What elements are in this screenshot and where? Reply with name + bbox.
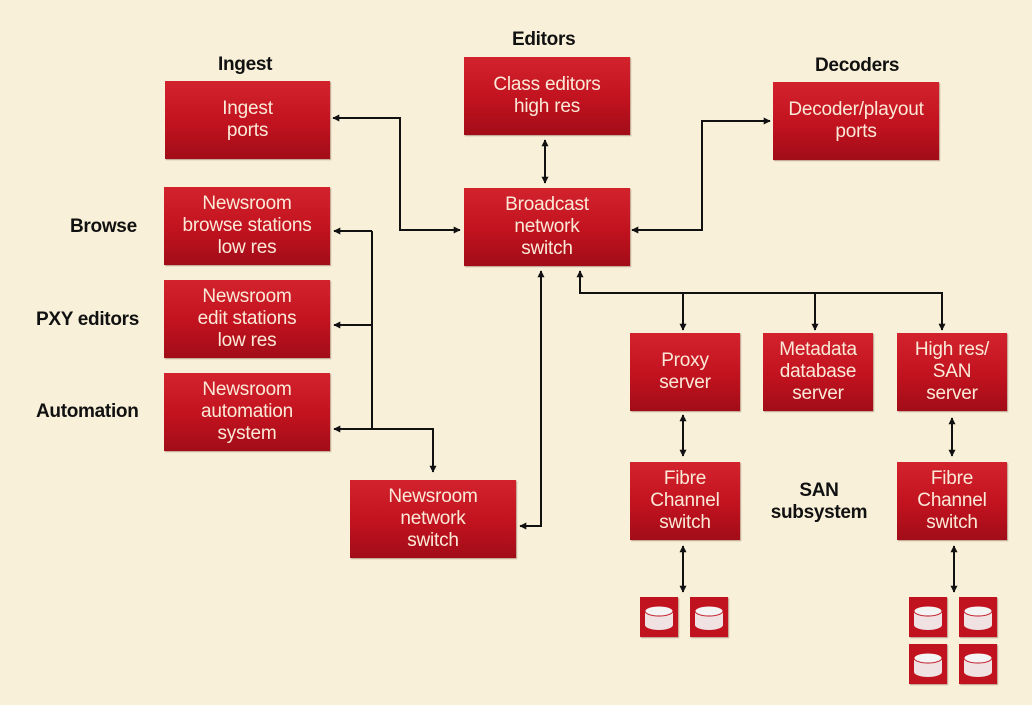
box-text: server xyxy=(659,372,711,393)
label-pxy-editors: PXY editors xyxy=(36,309,139,330)
box-text: Newsroom xyxy=(388,486,478,507)
box-newsroom-switch: Newsroom network switch xyxy=(350,480,516,558)
label-san-line1: SAN xyxy=(799,480,839,501)
storage-disk-icon xyxy=(690,597,728,637)
box-text: high res xyxy=(514,96,580,117)
box-text: High res/ xyxy=(914,339,990,360)
box-text: Metadata xyxy=(779,339,857,360)
box-text: automation xyxy=(200,401,293,422)
label-ingest: Ingest xyxy=(218,54,273,75)
box-highres-server: High res/ SAN server xyxy=(897,333,1007,411)
box-text: low res xyxy=(217,330,277,351)
box-text: switch xyxy=(407,530,459,551)
box-text: server xyxy=(926,383,978,404)
box-text: SAN xyxy=(932,361,972,382)
box-fc-switch-right: Fibre Channel switch xyxy=(897,462,1007,540)
storage-disk-icon xyxy=(959,597,997,637)
box-text: edit stations xyxy=(197,308,297,329)
box-text: switch xyxy=(659,512,711,533)
box-text: low res xyxy=(217,237,277,258)
box-text: browse stations xyxy=(182,215,312,236)
storage-disk-icon xyxy=(959,644,997,684)
box-text: Channel xyxy=(917,490,987,511)
storage-disk-icon xyxy=(640,597,678,637)
box-text: network xyxy=(400,508,466,529)
box-text: Class editors xyxy=(493,74,601,95)
box-text: Fibre xyxy=(663,468,707,489)
box-fc-switch-left: Fibre Channel switch xyxy=(630,462,740,540)
label-decoders: Decoders xyxy=(815,55,900,76)
box-text: server xyxy=(792,383,844,404)
box-text: network xyxy=(514,216,580,237)
box-text: ports xyxy=(835,121,877,142)
box-text: Newsroom xyxy=(202,286,292,307)
box-browse-stations: Newsroom browse stations low res xyxy=(164,187,330,265)
box-text: Fibre xyxy=(930,468,974,489)
box-automation-system: Newsroom automation system xyxy=(164,373,330,451)
connector-broadcast-decoders xyxy=(631,117,771,234)
box-text: ports xyxy=(226,120,269,141)
box-text: database xyxy=(779,361,857,382)
storage-disk-icon xyxy=(909,597,947,637)
box-edit-stations: Newsroom edit stations low res xyxy=(164,280,330,358)
box-text: Newsroom xyxy=(202,379,292,400)
label-san-subsystem: SAN subsystem xyxy=(764,480,874,524)
box-metadata-server: Metadata database server xyxy=(763,333,873,411)
box-text: Channel xyxy=(650,490,720,511)
connector-ingest-broadcast xyxy=(332,114,461,234)
box-text: switch xyxy=(521,238,573,259)
box-decoder-playout: Decoder/playout ports xyxy=(773,82,939,160)
box-class-editors: Class editors high res xyxy=(464,57,630,135)
label-automation: Automation xyxy=(36,401,139,422)
box-broadcast-switch: Broadcast network switch xyxy=(464,188,630,266)
label-san-line2: subsystem xyxy=(770,502,868,523)
box-text: Decoder/playout xyxy=(788,99,924,120)
box-text: Broadcast xyxy=(505,194,589,215)
box-text: Proxy xyxy=(661,350,709,371)
label-editors: Editors xyxy=(512,29,576,50)
connector-broadcast-servers xyxy=(576,270,946,331)
connector-newsroom-broadcast xyxy=(519,270,545,530)
connector-to-newsroom-switch xyxy=(372,428,437,473)
box-text: system xyxy=(217,423,277,444)
box-ingest-ports: Ingest ports xyxy=(165,81,330,159)
box-proxy-server: Proxy server xyxy=(630,333,740,411)
storage-disk-icon xyxy=(909,644,947,684)
box-text: switch xyxy=(926,512,978,533)
label-browse: Browse xyxy=(70,216,137,237)
box-text: Newsroom xyxy=(202,193,292,214)
box-text: Ingest xyxy=(222,98,273,119)
